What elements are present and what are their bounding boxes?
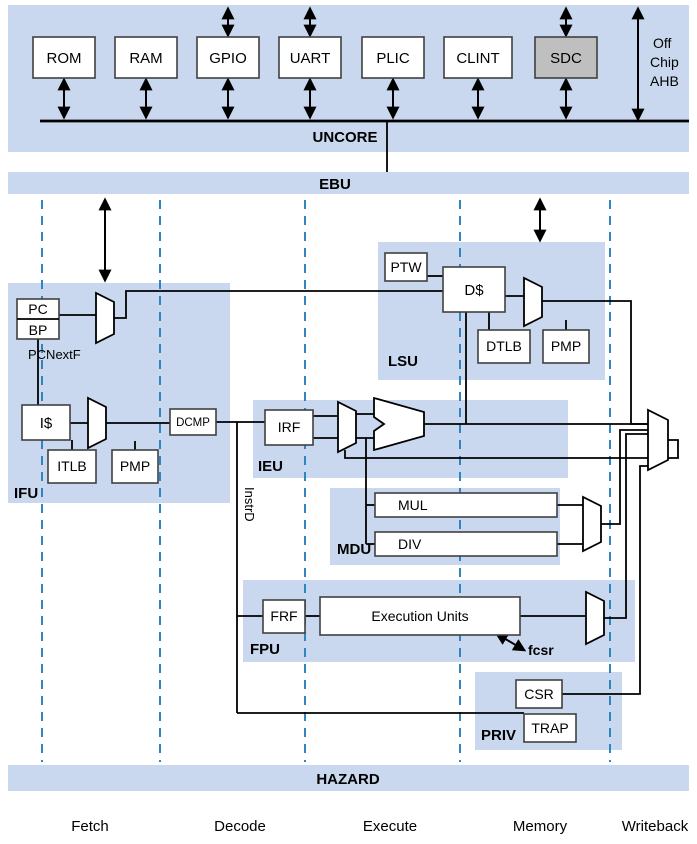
ram-label: RAM [129,50,162,67]
stage-label-execute: Execute [363,818,417,835]
execution-units-label: Execution Units [371,608,468,624]
ifu-pmp-box [111,449,159,484]
dtlb-label: DTLB [486,338,522,354]
offchip-line3: AHB [650,73,679,89]
dcmp-label: DCMP [176,417,210,429]
plic-box [361,36,425,79]
wire-fpumux-to-resultmux [604,433,648,619]
frf-label: FRF [270,608,297,624]
rom-label: ROM [47,50,82,67]
dtlb-box [477,329,531,364]
writeback-result-mux [647,408,669,472]
icache-mux [87,396,107,450]
irf-label: IRF [278,419,301,435]
stage-label-writeback: Writeback [622,818,689,835]
clint-label: CLINT [456,50,499,67]
uart-label: UART [290,50,331,67]
fcsr-arrow [494,632,527,652]
div-label: DIV [398,536,422,552]
rom-box [32,36,96,79]
ebu-label: EBU [319,176,351,193]
ptw-label: PTW [390,259,422,275]
wire-pcf-to-dcache [114,290,443,319]
gpio-label: GPIO [209,50,247,67]
ifu-label: IFU [14,485,38,502]
hazard-block [8,765,689,791]
icache-box [21,404,71,441]
execution-units-box [319,596,521,636]
irf-box [264,409,314,446]
uart-box [278,36,342,79]
pc-mux [95,291,115,345]
ieu-operand-mux [337,400,357,454]
fcsr-label: fcsr [528,642,554,658]
ebu-block [8,172,689,194]
wire-writeback-result-bus [344,439,679,459]
priv-label: PRIV [481,727,516,744]
mul-box [374,492,558,518]
offchip-line1: Off [653,35,672,51]
plic-label: PLIC [376,50,410,67]
stage-label-decode: Decode [214,818,266,835]
csr-label: CSR [524,686,554,702]
dcache-label: D$ [464,282,484,299]
hazard-label: HAZARD [316,771,379,788]
wire-csr-to-resultmux [562,465,648,695]
lsu-pmp-box [542,329,590,364]
sdc-box [534,36,598,79]
lsu-pmp-label: PMP [551,338,581,354]
offchip-line2: Chip [650,54,679,70]
ptw-box [384,252,428,282]
itlb-box [47,449,97,484]
ifu-pmp-label: PMP [120,458,150,474]
ieu-label: IEU [258,458,283,475]
fpu-label: FPU [250,641,280,658]
fpu-result-mux [585,590,605,646]
mdu-result-mux [582,495,602,553]
mul-label: MUL [398,497,428,513]
stage-label-fetch: Fetch [71,818,109,835]
alu-shape [373,396,425,452]
sdc-label: SDC [550,50,582,67]
wire-mdumux-to-resultmux [601,429,648,525]
itlb-label: ITLB [57,458,87,474]
gpio-box [196,36,260,79]
trap-box [523,713,577,743]
trap-label: TRAP [531,720,568,736]
clint-box [443,36,513,79]
dcache-mux [523,276,543,328]
bp-label: BP [29,322,48,338]
dcmp-box [169,408,217,436]
uncore-label: UNCORE [312,129,377,146]
dcache-box [442,266,506,313]
instrd-label: InstrD [242,487,257,522]
icache-label: I$ [40,415,53,432]
ram-box [114,36,178,79]
pc-label: PC [28,301,47,317]
div-box [374,531,558,557]
csr-box [515,679,563,709]
stage-label-memory: Memory [513,818,568,835]
mdu-label: MDU [337,541,371,558]
frf-box [262,599,306,634]
pcnextf-label: PCNextF [28,347,81,362]
lsu-label: LSU [388,353,418,370]
